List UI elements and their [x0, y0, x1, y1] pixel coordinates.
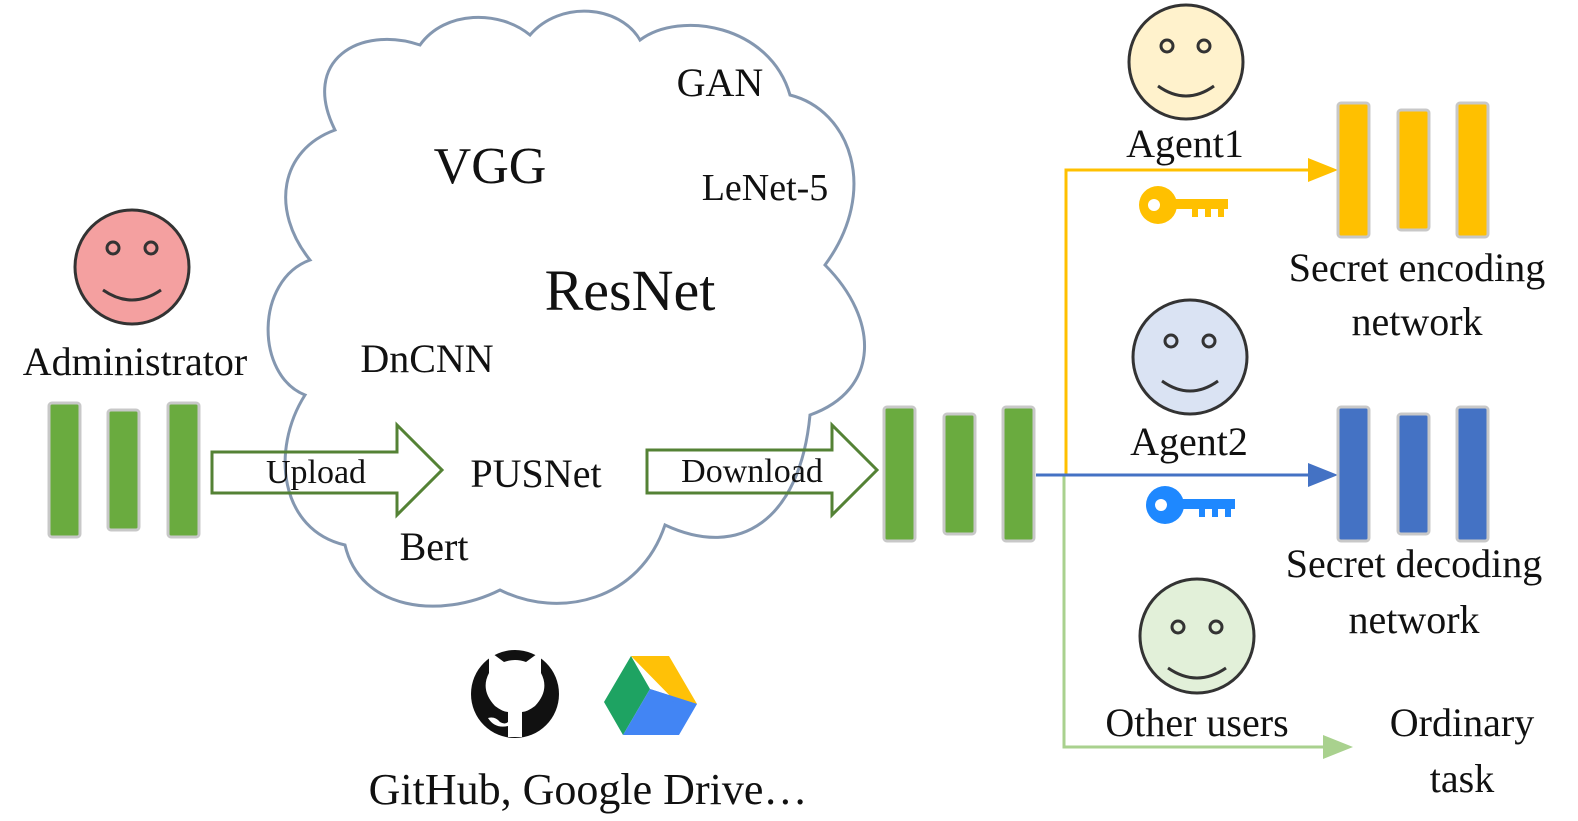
agent1: Agent1	[1126, 3, 1245, 224]
model-label-vgg: VGG	[434, 138, 547, 195]
download-arrow: Download	[645, 421, 880, 519]
upload-label: Upload	[266, 454, 366, 491]
uploaded-network-icon	[47, 401, 201, 539]
agent1-label: Agent1	[1126, 121, 1244, 166]
upload-arrow: Upload	[210, 421, 445, 519]
encoding-network-icon	[1336, 101, 1490, 239]
other-users-face-icon	[1138, 577, 1256, 695]
secret-encoding-network: Secret encoding network	[1289, 101, 1546, 344]
decoding-label-line2: network	[1348, 597, 1479, 642]
encoding-label-line1: Secret encoding	[1289, 245, 1546, 290]
model-label-lenet5: LeNet-5	[702, 167, 829, 209]
administrator-face-icon	[73, 208, 191, 326]
administrator: Administrator	[23, 208, 247, 539]
decoding-network-icon	[1336, 405, 1490, 543]
model-label-bert: Bert	[400, 524, 469, 569]
encoding-label-line2: network	[1351, 299, 1482, 344]
decoding-label-line1: Secret decoding	[1286, 541, 1543, 586]
ordinary-task: Ordinary task	[1390, 700, 1534, 801]
model-label-pusnet: PUSNet	[470, 451, 601, 496]
secret-decoding-network: Secret decoding network	[1286, 405, 1543, 642]
download-label: Download	[681, 453, 823, 490]
ordinary-label-line1: Ordinary	[1390, 700, 1534, 745]
agent1-key-icon	[1139, 186, 1228, 224]
agent2-face-icon	[1131, 298, 1249, 416]
distribution-lines	[1036, 158, 1353, 759]
agent2-key-icon	[1146, 486, 1235, 524]
google-drive-icon	[604, 656, 697, 735]
hosting-platforms: GitHub, Google Drive…	[369, 650, 808, 814]
agent2: Agent2	[1130, 298, 1249, 524]
other-users-label: Other users	[1105, 700, 1288, 745]
agent1-face-icon	[1127, 3, 1245, 121]
model-label-dncnn: DnCNN	[360, 336, 493, 381]
model-label-resnet: ResNet	[545, 258, 716, 323]
agent2-label: Agent2	[1130, 419, 1248, 464]
model-label-gan: GAN	[677, 60, 764, 105]
github-icon	[471, 650, 559, 738]
downloaded-network-icon	[882, 405, 1036, 543]
other-users: Other users	[1105, 577, 1289, 745]
hosting-caption: GitHub, Google Drive…	[369, 765, 808, 814]
model-cloud: GAN VGG LeNet-5 ResNet DnCNN PUSNet Bert	[266, 9, 867, 608]
administrator-label: Administrator	[23, 339, 247, 384]
ordinary-label-line2: task	[1430, 756, 1494, 801]
